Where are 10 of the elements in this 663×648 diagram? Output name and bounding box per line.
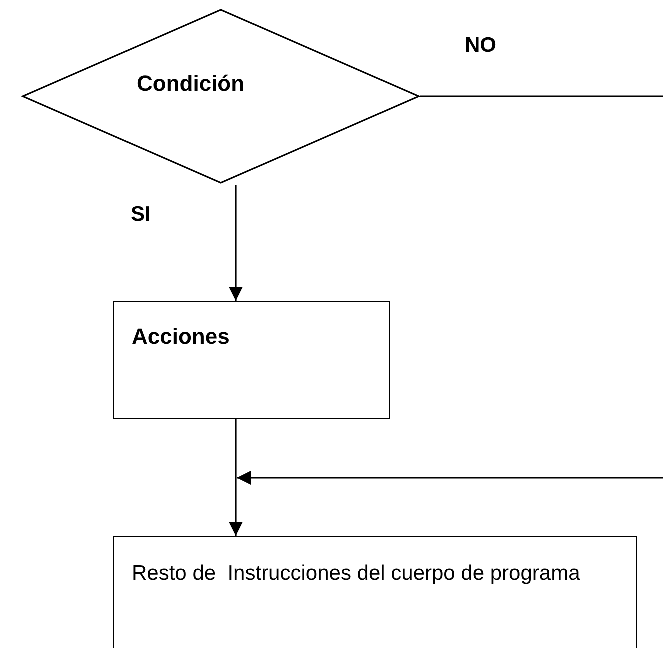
arrow bbox=[229, 419, 243, 536]
process-text: Resto de Instrucciones del cuerpo de programa bbox=[132, 561, 580, 587]
arrow bbox=[237, 471, 663, 485]
process-text: Acciones bbox=[132, 324, 230, 350]
process-box bbox=[113, 301, 390, 419]
connector-line bbox=[420, 96, 663, 98]
process-box bbox=[113, 536, 637, 648]
decision-diamond bbox=[22, 9, 420, 184]
arrow bbox=[229, 185, 243, 301]
condition-text: Condición bbox=[137, 71, 245, 98]
